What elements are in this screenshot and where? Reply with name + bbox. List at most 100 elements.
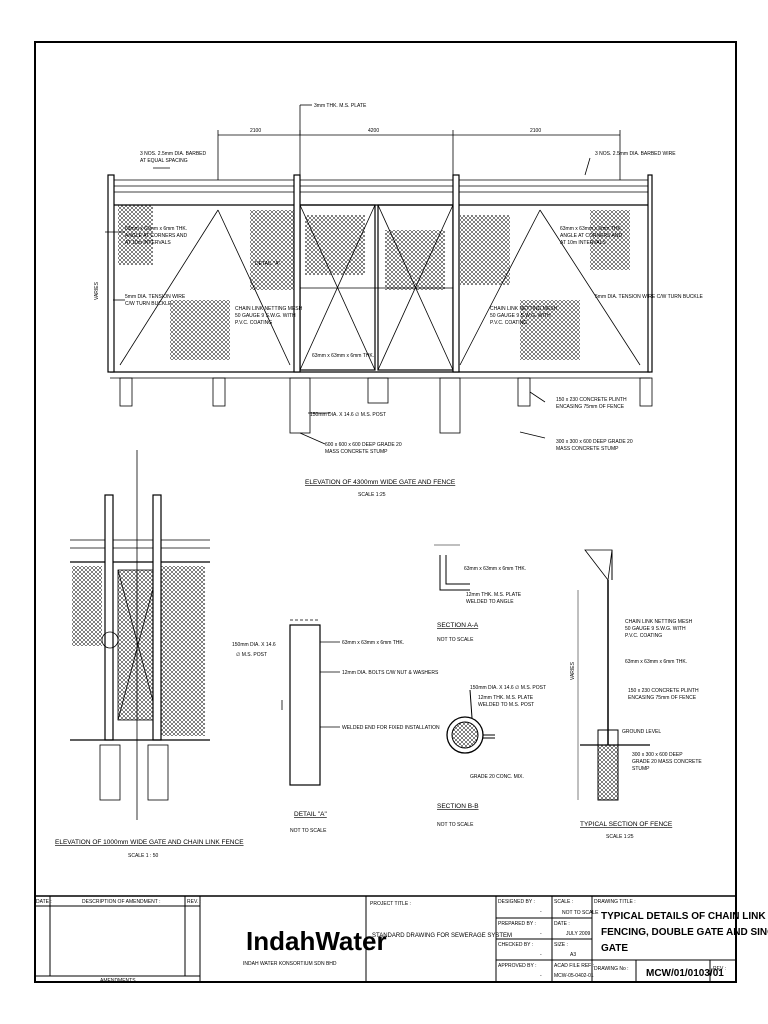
elevation-small-title: ELEVATION OF 1000mm WIDE GATE AND CHAIN …: [55, 839, 244, 846]
label-detail-a: DETAIL "A": [255, 261, 280, 267]
section-bb-text: 150mm DIA. X 14.6 ∅ M.S. POST 12mm THK. …: [437, 685, 546, 828]
tb-designed-label: DESIGNED BY :: [498, 899, 535, 905]
label-plinth2: ENCASING 75mm OF FENCE: [556, 404, 625, 410]
typical-scale: SCALE 1:25: [606, 834, 634, 840]
label-varies: VARIES: [94, 281, 100, 300]
label-angle-right1: 63mm x 63mm x 6mm THK.: [560, 226, 622, 232]
tb-prepared-label: PREPARED BY :: [498, 921, 536, 927]
typical-plinth2: ENCASING 75mm OF FENCE: [628, 695, 697, 701]
section-aa-scale: NOT TO SCALE: [437, 637, 474, 643]
tb-acad-label: ACAD FILE REF :: [554, 963, 594, 969]
section-aa: [434, 544, 470, 591]
label-stump1: 600 x 600 x 600 DEEP GRADE 20: [325, 442, 402, 448]
dim-2100-right: 2100: [530, 128, 541, 134]
label-chain-r1: CHAIN LINK NETTING MESH: [490, 306, 558, 312]
tb-drawing-no: MCW/01/0103/01: [646, 968, 724, 979]
tb-date-label: DATE :: [36, 899, 52, 905]
tb-approved-label: APPROVED BY :: [498, 963, 537, 969]
tb-prepared-dash: -: [540, 931, 542, 937]
detail-a-angle: 63mm x 63mm x 6mm THK.: [342, 640, 404, 646]
label-barbed-left2: AT EQUAL SPACING: [140, 158, 188, 164]
tb-project: STANDARD DRAWING FOR SEWERAGE SYSTEM: [372, 933, 512, 939]
label-angle-mid: 63mm x 63mm x 6mm THK.: [312, 353, 374, 359]
section-bb-grade: GRADE 20 CONC. MIX.: [470, 774, 524, 780]
typical-chain1: CHAIN LINK NETTING MESH: [625, 619, 693, 625]
section-aa-plate2: WELDED TO ANGLE: [466, 599, 514, 605]
tb-company: INDAH WATER KONSORTIUM SDN BHD: [243, 961, 337, 967]
tb-rev2-label: REV :: [713, 966, 726, 972]
label-angle-left3: AT 10m INTERVALS: [125, 240, 171, 246]
label-chain-r2: 50 GAUGE 9 S.W.G. WITH: [490, 313, 551, 319]
detail-a-post2: ∅ M.S. POST: [236, 652, 267, 658]
dim-2100-left: 2100: [250, 128, 261, 134]
label-tension-left2: C/W TURN BUCKLE: [125, 301, 172, 307]
label-barbed-right: 3 NOS. 2.5mm DIA. BARBED WIRE: [595, 151, 676, 157]
label-plinth1: 150 x 230 CONCRETE PLINTH: [556, 397, 627, 403]
detail-a-post1: 150mm DIA. X 14.6: [232, 642, 276, 648]
elevation-main-scale: SCALE 1:25: [358, 492, 386, 498]
label-angle-right3: AT 10m INTERVALS: [560, 240, 606, 246]
section-aa-plate1: 12mm THK. M.S. PLATE: [466, 592, 522, 598]
tb-amendments: AMENDMENTS: [100, 978, 136, 984]
label-tension-right: 5mm DIA. TENSION WIRE C/W TURN BUCKLE: [595, 294, 704, 300]
logo-text: IndahWater: [246, 926, 387, 956]
label-angle-left2: ANGLE AT CORNERS AND: [125, 233, 187, 239]
tb-scale-value: NOT TO SCALE: [562, 910, 599, 916]
title-block: [34, 895, 737, 983]
tb-scale-label: SCALE :: [554, 899, 573, 905]
typical-section: [577, 549, 650, 801]
tb-size-label: SIZE :: [554, 942, 568, 948]
section-bb-title: SECTION B-B: [437, 803, 479, 810]
section-bb-scale: NOT TO SCALE: [437, 822, 474, 828]
label-chain1: CHAIN LINK NETTING MESH: [235, 306, 303, 312]
label-ms-plate: 3mm THK. M.S. PLATE: [314, 103, 367, 109]
tb-size-value: A3: [570, 952, 576, 958]
typical-stump1: 300 x 300 x 600 DEEP: [632, 752, 683, 758]
tb-drawing-title3: GATE: [601, 943, 628, 954]
typical-angle: 63mm x 63mm x 6mm THK.: [625, 659, 687, 665]
label-stump-r2: MASS CONCRETE STUMP: [556, 446, 619, 452]
typical-chain3: P.V.C. COATING: [625, 633, 662, 639]
main-elevation: [105, 104, 653, 445]
small-elevation: [70, 450, 210, 820]
typical-stump3: STUMP: [632, 766, 650, 772]
title-block-text: DATE : DESCRIPTION OF AMENDMENT : REV. :…: [36, 899, 768, 984]
detail-a-title: DETAIL "A": [294, 811, 327, 818]
tb-checked-dash: -: [540, 952, 542, 958]
section-bb: [446, 689, 495, 754]
elevation-main-title: ELEVATION OF 4300mm WIDE GATE AND FENCE: [305, 479, 456, 486]
typical-ground: GROUND LEVEL: [622, 729, 661, 735]
section-aa-title: SECTION A-A: [437, 622, 479, 629]
section-bb-post: 150mm DIA. X 14.6 ∅ M.S. POST: [470, 685, 546, 691]
label-chain-r3: P.V.C. COATING: [490, 320, 527, 326]
detail-a-bolts: 12mm DIA. BOLTS C/W NUT & WASHERS: [342, 670, 439, 676]
elevation-small-scale: SCALE 1 : 50: [128, 853, 159, 859]
tb-project-label: PROJECT TITLE :: [370, 901, 411, 907]
section-aa-angle: 63mm x 63mm x 6mm THK.: [464, 566, 526, 572]
detail-a-welded: WELDED END FOR FIXED INSTALLATION: [342, 725, 440, 731]
tb-date2-label: DATE :: [554, 921, 570, 927]
small-elevation-text: ELEVATION OF 1000mm WIDE GATE AND CHAIN …: [55, 839, 244, 859]
typical-plinth1: 150 x 230 CONCRETE PLINTH: [628, 688, 699, 694]
detail-a-text: 150mm DIA. X 14.6 ∅ M.S. POST 63mm x 63m…: [232, 640, 440, 834]
tb-drawing-title2: FENCING, DOUBLE GATE AND SINGLE: [601, 927, 768, 938]
tb-drawing-title1: TYPICAL DETAILS OF CHAIN LINK: [601, 911, 766, 922]
label-angle-left1: 63mm x 63mm x 6mm THK.: [125, 226, 187, 232]
label-chain2: 50 GAUGE 9 S.W.G. WITH: [235, 313, 296, 319]
dim-4200: 4200: [368, 128, 379, 134]
main-elevation-text: 2100 4200 2100 3mm THK. M.S. PLATE 3 NOS…: [94, 103, 704, 498]
section-bb-plate1: 12mm THK. M.S. PLATE: [478, 695, 534, 701]
tb-drawing-no-label: DRAWING No :: [594, 966, 629, 972]
tb-acad-value: MCW-05-0402-01: [554, 973, 594, 979]
label-post: 150mm DIA. X 14.6 ∅ M.S. POST: [310, 412, 386, 418]
tb-approved-dash: -: [540, 973, 542, 979]
typical-chain2: 50 GAUGE 9 S.W.G. WITH: [625, 626, 686, 632]
typical-title: TYPICAL SECTION OF FENCE: [580, 821, 673, 828]
label-angle-right2: ANGLE AT CORNERS AND: [560, 233, 622, 239]
tb-drawing-title-label: DRAWING TITLE :: [594, 899, 636, 905]
section-aa-text: 63mm x 63mm x 6mm THK. 12mm THK. M.S. PL…: [437, 566, 526, 643]
drawing-sheet-border: [34, 41, 737, 983]
label-tension-left1: 5mm DIA. TENSION WIRE: [125, 294, 186, 300]
label-stump2: MASS CONCRETE STUMP: [325, 449, 388, 455]
